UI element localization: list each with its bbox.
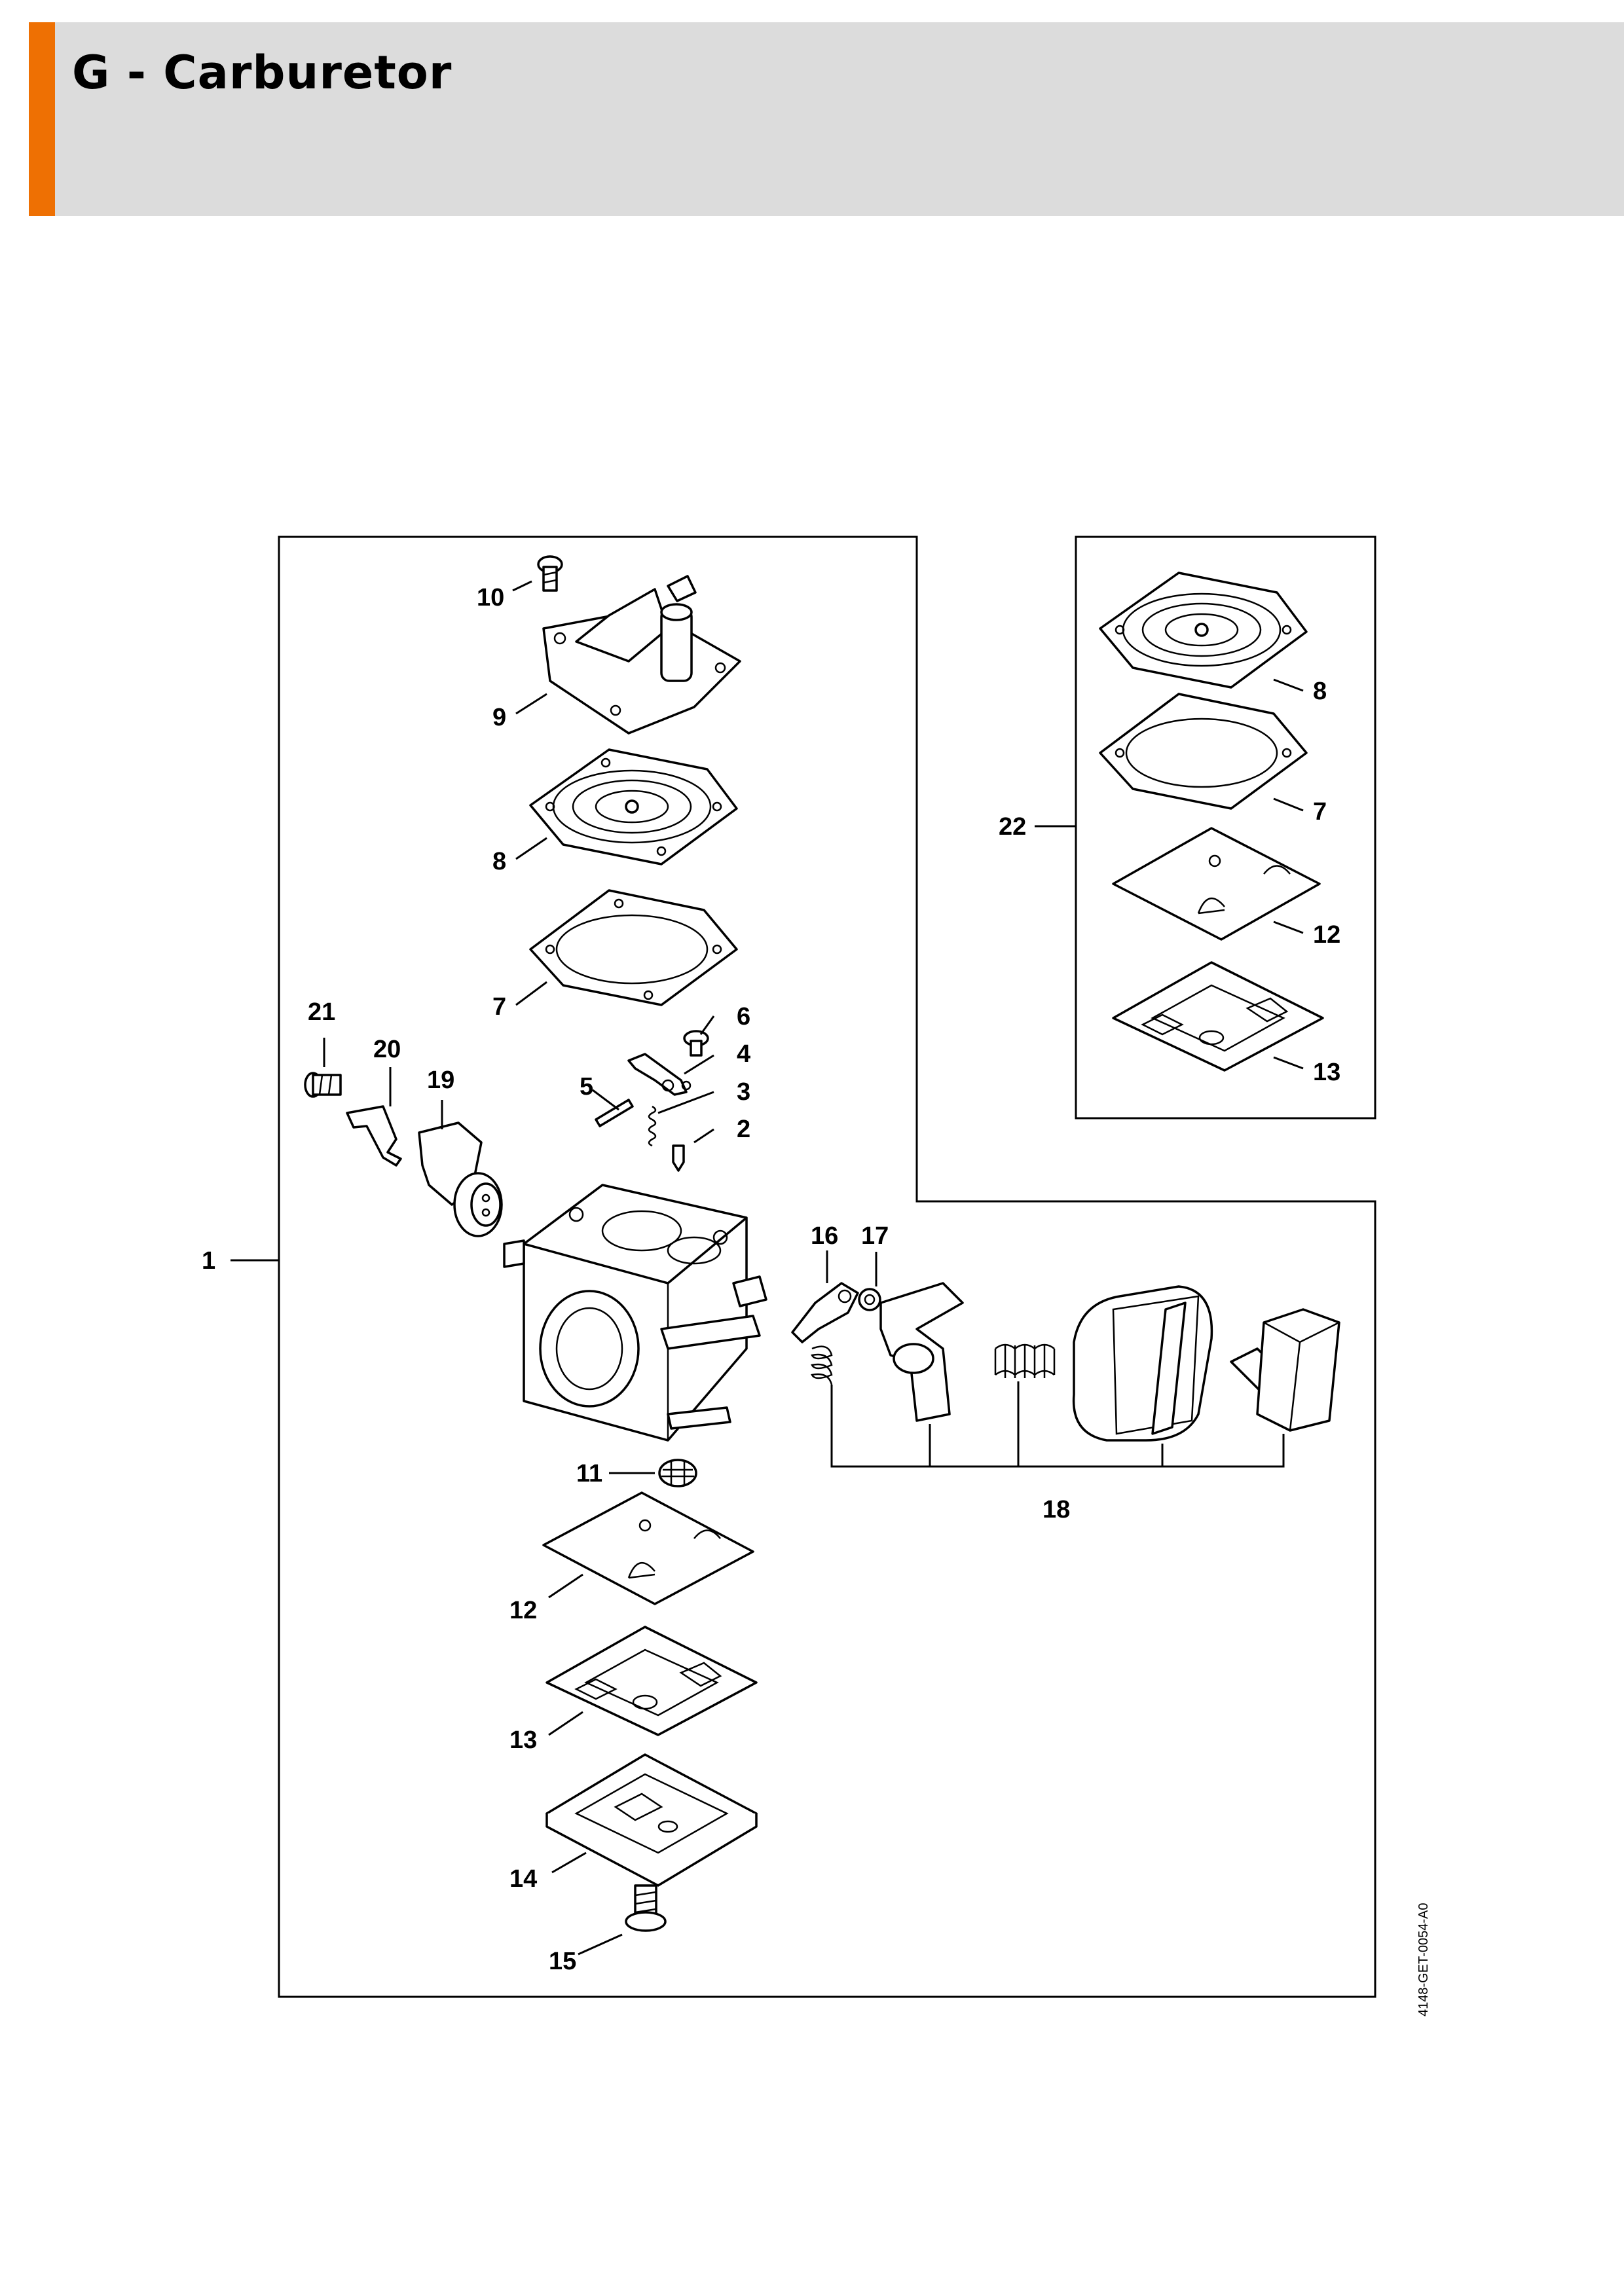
callout-18: 18 xyxy=(1043,1496,1070,1523)
screw-part-15 xyxy=(625,1884,667,1932)
assembly-bracket-18 xyxy=(830,1381,1285,1468)
callout-16: 16 xyxy=(811,1222,838,1250)
carburetor-body-part-1 xyxy=(503,1184,767,1442)
kit-callout-8: 8 xyxy=(1313,678,1327,705)
callout-12: 12 xyxy=(509,1597,537,1624)
kit-callout-12: 12 xyxy=(1313,921,1340,949)
kit-diaphragm-8 xyxy=(1099,572,1308,689)
callout-20: 20 xyxy=(373,1036,401,1063)
callout-15: 15 xyxy=(549,1948,576,1975)
callout-9: 9 xyxy=(492,704,506,731)
callout-3: 3 xyxy=(737,1078,750,1106)
spindle-part-5 xyxy=(595,1099,634,1127)
page-title: G - Carburetor xyxy=(72,46,452,100)
document-code: 4148-GET-0054-A0 xyxy=(1416,1903,1431,2016)
diaphragm-part-8 xyxy=(529,748,738,866)
spring-part-3 xyxy=(648,1105,657,1147)
page-header xyxy=(29,22,1624,216)
leader-lines xyxy=(231,580,1304,1956)
gasket-part-12 xyxy=(542,1491,754,1605)
pump-cover-part-9 xyxy=(542,575,741,735)
callout-11: 11 xyxy=(576,1460,602,1487)
metering-diaphragm-part-13 xyxy=(545,1626,758,1736)
screw-part-10 xyxy=(537,555,563,592)
clip-part-20 xyxy=(346,1105,402,1167)
kit-diaphragm-13 xyxy=(1112,961,1324,1072)
callout-7: 7 xyxy=(492,993,506,1021)
callout-21: 21 xyxy=(308,998,335,1026)
callout-1: 1 xyxy=(202,1247,215,1275)
inlet-needle-part-2 xyxy=(672,1144,685,1172)
callout-13: 13 xyxy=(509,1726,537,1754)
callout-6: 6 xyxy=(737,1003,750,1030)
kit-callout-7: 7 xyxy=(1313,798,1327,826)
choke-assembly-part-18 xyxy=(811,1282,1340,1442)
kit-gasket-12 xyxy=(1112,827,1321,941)
spring-part-17 xyxy=(858,1288,881,1311)
strainer-part-11 xyxy=(658,1459,697,1487)
callout-4: 4 xyxy=(737,1040,750,1068)
kit-gasket-7 xyxy=(1099,693,1308,810)
throttle-shaft-part-19 xyxy=(418,1121,503,1237)
callout-14: 14 xyxy=(509,1865,537,1893)
header-accent-bar xyxy=(29,22,55,216)
gasket-kit-frame xyxy=(1075,536,1376,1120)
end-cover-part-14 xyxy=(545,1753,758,1887)
callout-5: 5 xyxy=(580,1073,593,1101)
screw-part-21 xyxy=(304,1072,342,1098)
callout-19: 19 xyxy=(427,1066,454,1094)
callout-10: 10 xyxy=(477,584,504,611)
screw-part-6 xyxy=(683,1030,709,1057)
callout-2: 2 xyxy=(737,1116,750,1143)
main-assembly-frame xyxy=(278,536,1376,1998)
gasket-part-7 xyxy=(529,889,738,1006)
inlet-control-lever-part-4 xyxy=(627,1053,692,1096)
choke-lever-part-16 xyxy=(791,1282,859,1343)
kit-callout-13: 13 xyxy=(1313,1059,1340,1086)
callout-17: 17 xyxy=(861,1222,889,1250)
callout-8: 8 xyxy=(492,848,506,875)
callout-22: 22 xyxy=(999,813,1026,841)
